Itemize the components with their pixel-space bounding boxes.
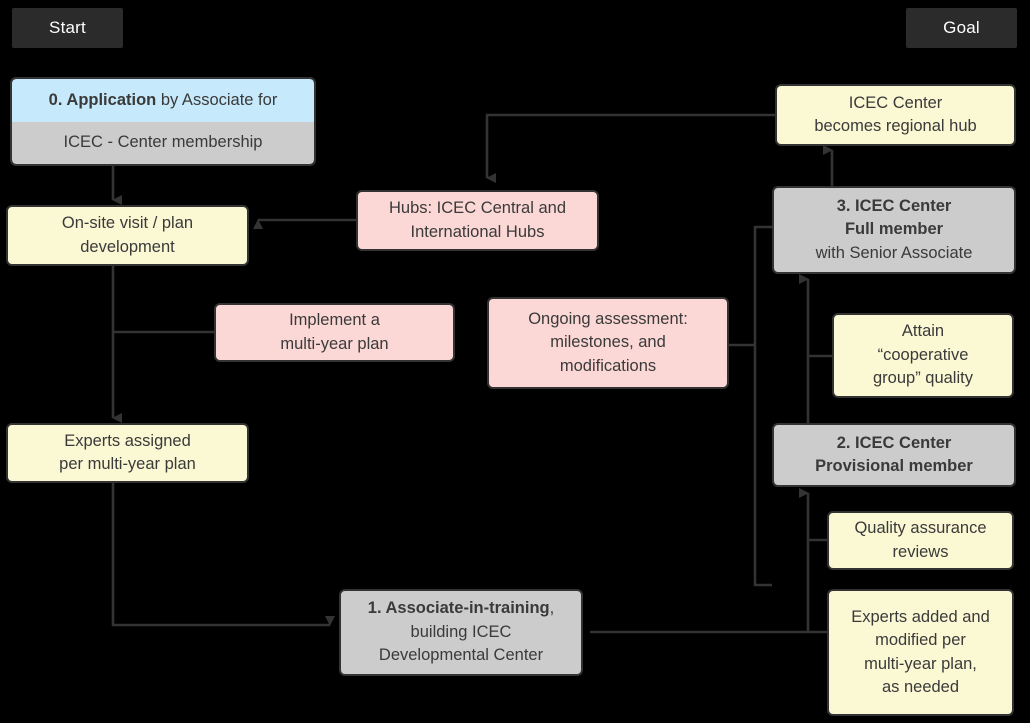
node-cooperative-group[interactable]: Attain “cooperative group” quality	[832, 313, 1014, 398]
node-experts-added-line2: modified per	[875, 631, 966, 650]
node-implement-plan-line2: multi-year plan	[280, 334, 389, 353]
node-quality-assurance-line1: Quality assurance	[854, 519, 987, 538]
node-associate-in-training[interactable]: 1. Associate-in-training, building ICEC …	[339, 589, 583, 676]
node-full-member-line2: Full member	[844, 220, 944, 239]
node-associate-in-training-line3: Developmental Center	[378, 646, 544, 665]
node-regional-hub-line1: ICEC Center	[848, 93, 943, 112]
node-experts-added-line4: as needed	[881, 677, 960, 696]
tag-goal: Goal	[906, 8, 1017, 48]
node-implement-plan[interactable]: Implement a multi-year plan	[214, 303, 455, 362]
edge-associate-to-provisional	[590, 488, 810, 634]
node-application-line2: ICEC - Center membership	[63, 133, 263, 152]
node-experts-assigned[interactable]: Experts assigned per multi-year plan	[6, 423, 249, 483]
node-application[interactable]: 0. Application by Associate for ICEC - C…	[10, 77, 316, 166]
node-provisional-member[interactable]: 2. ICEC Center Provisional member	[772, 423, 1016, 487]
node-regional-hub[interactable]: ICEC Center becomes regional hub	[775, 84, 1016, 146]
node-ongoing-assessment-line1: Ongoing assessment:	[528, 309, 688, 328]
node-ongoing-assessment-line3: modifications	[559, 356, 657, 375]
tag-goal-label: Goal	[943, 18, 980, 37]
node-associate-in-training-line2: building ICEC	[410, 622, 512, 641]
edge-bracket-vertical	[753, 225, 772, 587]
node-implement-plan-line1: Implement a	[289, 311, 380, 330]
node-associate-in-training-line1-bold: 1. Associate-in-training	[367, 599, 550, 618]
node-hubs-line2: International Hubs	[410, 222, 545, 241]
node-onsite-visit[interactable]: On-site visit / plan development	[6, 205, 249, 266]
tag-start: Start	[12, 8, 123, 48]
node-associate-in-training-line1-rest: ,	[549, 599, 555, 618]
tag-start-label: Start	[49, 18, 86, 37]
node-experts-added-line1: Experts added and	[851, 607, 990, 626]
node-full-member-line3: with Senior Associate	[815, 243, 973, 262]
node-regional-hub-line2: becomes regional hub	[814, 117, 977, 135]
node-ongoing-assessment[interactable]: Ongoing assessment: milestones, and modi…	[487, 297, 729, 389]
edge-regionalhub-to-hubs	[485, 113, 775, 183]
node-full-member-line1: 3. ICEC Center	[836, 196, 952, 215]
node-ongoing-assessment-line2: milestones, and	[550, 333, 666, 352]
node-provisional-member-line2: Provisional member	[815, 457, 973, 475]
node-cooperative-group-line1: Attain	[901, 322, 945, 341]
node-onsite-visit-line1: On-site visit / plan	[61, 214, 194, 233]
node-provisional-member-line1: 2. ICEC Center	[836, 433, 952, 452]
node-cooperative-group-line2: “cooperative	[877, 345, 969, 364]
node-onsite-visit-line2: development	[80, 237, 175, 256]
node-experts-assigned-line1: Experts assigned	[64, 431, 191, 450]
node-hubs-line1: Hubs: ICEC Central and	[389, 199, 566, 218]
node-experts-assigned-line2: per multi-year plan	[59, 455, 196, 473]
node-application-top-band: 0. Application by Associate for	[12, 79, 314, 122]
node-quality-assurance[interactable]: Quality assurance reviews	[827, 511, 1014, 570]
node-full-member[interactable]: 3. ICEC Center Full member with Senior A…	[772, 186, 1016, 274]
node-experts-added-line3: multi-year plan,	[864, 654, 977, 673]
node-application-line1-bold: 0. Application	[48, 90, 157, 109]
node-cooperative-group-line3: group” quality	[873, 369, 973, 388]
node-experts-added[interactable]: Experts added and modified per multi-yea…	[827, 589, 1014, 716]
node-quality-assurance-line2: reviews	[892, 542, 949, 561]
node-hubs[interactable]: Hubs: ICEC Central and International Hub…	[356, 190, 599, 251]
node-application-bottom-band: ICEC - Center membership	[12, 121, 314, 164]
node-application-line1-rest: by Associate for	[156, 90, 278, 109]
edge-experts-to-associate	[111, 483, 335, 627]
